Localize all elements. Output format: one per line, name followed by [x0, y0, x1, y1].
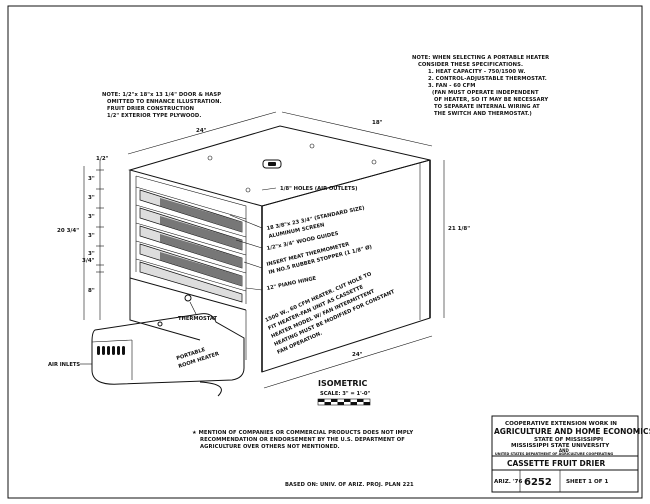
- org-line: COOPERATIVE EXTENSION WORK IN: [505, 421, 617, 427]
- power-cord: [199, 381, 222, 397]
- dim-base-height: 8": [88, 288, 95, 294]
- opening-frame: [135, 175, 247, 304]
- holes-label: 1/8" HOLES (AIR OUTLETS): [280, 186, 358, 192]
- heater-note-line: 3. FAN - 60 CFM: [428, 83, 476, 89]
- dim-depth: 18": [372, 120, 383, 126]
- dim-bottom-offset: 3/4": [82, 258, 95, 264]
- heater-note: NOTE: WHEN SELECTING A PORTABLE HEATER C…: [412, 55, 549, 117]
- drier-box: [128, 125, 431, 373]
- door-note-line: FRUIT DRIER CONSTRUCTION: [107, 106, 194, 112]
- heater-note-line: OF HEATER, SO IT MAY BE NECESSARY: [434, 97, 548, 103]
- disclaimer: ★ MENTION OF COMPANIES OR COMMERCIAL PRO…: [192, 430, 413, 450]
- door-note: NOTE: 1/2"x 18"x 13 1/4" DOOR & HASP OMI…: [102, 92, 222, 119]
- dim-top-offset: 1/2": [96, 156, 109, 162]
- tray-screen: [160, 198, 242, 232]
- org-line: MISSISSIPPI STATE UNIVERSITY: [511, 443, 610, 449]
- drawing-date: ARIZ. '76: [494, 479, 522, 485]
- top-handle: [262, 159, 282, 169]
- screen-trays: [139, 189, 243, 303]
- tray-screen: [160, 216, 242, 250]
- heater-note-line: 1. HEAT CAPACITY - 750/1500 W.: [428, 69, 525, 75]
- dim-spacing: 3": [88, 176, 95, 182]
- isometric-caption: ISOMETRIC SCALE: 3" = 1'-0": [317, 379, 371, 406]
- tray: [139, 261, 243, 303]
- door-note-line: NOTE: 1/2"x 18"x 13 1/4" DOOR & HASP: [102, 92, 221, 98]
- portable-heater: PORTABLE ROOM HEATER: [91, 313, 245, 397]
- heater-body: [91, 313, 245, 385]
- isometric-title: ISOMETRIC: [318, 379, 368, 388]
- dim-bottom-width: 24": [352, 352, 363, 358]
- disclaimer-line: AGRICULTURE OVER OTHERS NOT MENTIONED.: [200, 444, 340, 450]
- thermostat-knob: [184, 294, 192, 302]
- door-note-line: OMITTED TO ENHANCE ILLUSTRATION.: [107, 99, 222, 105]
- dim-top-width: 24": [196, 128, 207, 134]
- dim-spacing: 3": [88, 195, 95, 201]
- thermostat-label: THERMOSTAT: [178, 316, 217, 322]
- heater-note-line: THE SWITCH AND THERMOSTAT.): [434, 111, 532, 117]
- heater-note-line: TO SEPARATE INTERNAL WIRING AT: [434, 104, 540, 110]
- dimensions: 24" 18" 24" 21 1/8" 20 3/4" 1/2" 3" 3" 3…: [57, 111, 470, 389]
- dim-spacing: 3": [88, 233, 95, 239]
- dim-height-left: 20 3/4": [57, 228, 79, 234]
- org-line: AND: [559, 448, 569, 453]
- heater-knob: [157, 321, 163, 327]
- tray-screen: [160, 234, 242, 268]
- hinge-label: 12" PIANO HINGE: [266, 276, 317, 292]
- door-note-line: 1/2" EXTERIOR TYPE PLYWOOD.: [107, 113, 201, 119]
- box-top-face: [128, 125, 431, 207]
- scale-label: SCALE: 3" = 1'-0": [320, 391, 371, 397]
- disclaimer-line: ★ MENTION OF COMPANIES OR COMMERCIAL PRO…: [192, 430, 413, 436]
- base-left: [129, 278, 201, 341]
- org-line: AGRICULTURE AND HOME ECONOMICS: [494, 427, 650, 436]
- heater-note-line: (FAN MUST OPERATE INDEPENDENT: [432, 90, 539, 96]
- org-line: UNITED STATES DEPARTMENT OF AGRICULTURE …: [495, 452, 613, 456]
- scale-bar: [317, 398, 371, 406]
- air-inlets-label: AIR INLETS: [48, 362, 80, 368]
- disclaimer-line: RECOMMENDATION OR ENDORSEMENT BY THE U.S…: [200, 437, 405, 443]
- title-block: COOPERATIVE EXTENSION WORK IN AGRICULTUR…: [491, 415, 650, 493]
- sheet-border: [7, 5, 643, 499]
- based-on-note: BASED ON: UNIV. OF ARIZ. PROJ. PLAN 221: [285, 482, 414, 488]
- air-inlet-grille: [97, 346, 125, 355]
- org-line: STATE OF MISSISSIPPI: [534, 437, 603, 443]
- dim-spacing: 3": [88, 251, 95, 257]
- plan-number: 6252: [524, 477, 552, 488]
- heater-note-line: 2. CONTROL-ADJUSTABLE THERMOSTAT.: [428, 76, 547, 82]
- tray-screen: [160, 252, 242, 286]
- sheet-number: SHEET 1 OF 1: [566, 479, 608, 485]
- dim-spacing: 3": [88, 214, 95, 220]
- air-outlet-holes: [207, 143, 377, 193]
- drawing-title: CASSETTE FRUIT DRIER: [507, 459, 605, 468]
- wood-guides: [135, 186, 247, 292]
- heater-note-line: NOTE: WHEN SELECTING A PORTABLE HEATER: [412, 55, 549, 61]
- heater-note-line: CONSIDER THESE SPECIFICATIONS.: [418, 62, 523, 68]
- dim-height-right: 21 1/8": [448, 226, 470, 232]
